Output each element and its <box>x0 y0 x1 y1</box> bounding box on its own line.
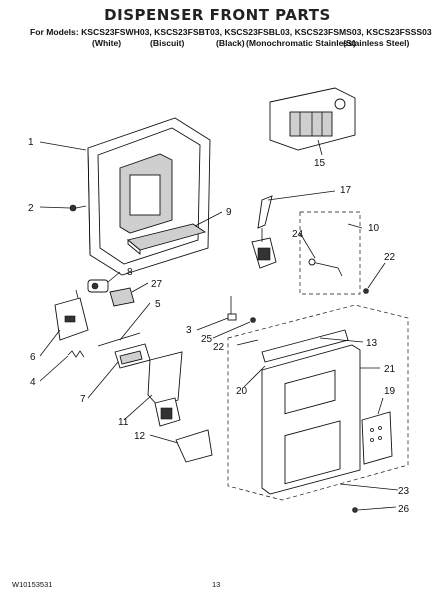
finish-black: (Black) <box>216 38 245 48</box>
callout-23: 23 <box>398 486 410 497</box>
callout-7: 7 <box>80 394 86 405</box>
part-trim-13 <box>261 329 349 363</box>
page-number: 13 <box>212 580 221 589</box>
dispenser-opening <box>284 420 341 485</box>
callout-24: 24 <box>292 229 304 240</box>
callout-10: 10 <box>368 223 380 234</box>
part-pin-5 <box>97 332 141 347</box>
callout-3: 3 <box>186 325 192 336</box>
part-screw-2 <box>69 204 87 212</box>
callout-17: 17 <box>340 185 352 196</box>
callout-2: 2 <box>28 203 34 214</box>
subassembly-front-panel <box>227 304 409 501</box>
document-number: W10153531 <box>12 580 53 589</box>
callout-6: 6 <box>30 352 36 363</box>
callout-5: 5 <box>155 299 161 310</box>
part-solenoid <box>87 279 109 293</box>
callout-27: 27 <box>151 279 163 290</box>
display-window <box>284 369 336 415</box>
subassembly-box-10 <box>299 211 361 295</box>
part-dispenser-housing <box>87 117 211 276</box>
callout-19: 19 <box>384 386 396 397</box>
callout-26: 26 <box>398 504 410 515</box>
callout-22-lower: 22 <box>213 342 225 353</box>
part-motor-assembly <box>269 87 356 151</box>
page-title: DISPENSER FRONT PARTS <box>104 6 331 24</box>
part-spring-4 <box>67 350 85 358</box>
finish-white: (White) <box>92 38 122 48</box>
part-overlay-19 <box>361 411 393 465</box>
part-cover-27 <box>109 287 135 307</box>
callout-4: 4 <box>30 377 36 388</box>
part-screw-22b <box>250 317 256 323</box>
callout-13: 13 <box>366 338 378 349</box>
leader-lines <box>39 139 399 511</box>
part-actuator-3 <box>227 296 237 321</box>
callout-labels: 1 2 3 4 5 6 7 8 9 10 11 12 13 15 17 19 2… <box>28 137 410 515</box>
callout-21: 21 <box>384 364 396 375</box>
callout-15: 15 <box>314 158 326 169</box>
finish-monochromatic-stainless: (Monochromatic Stainless) <box>246 38 356 48</box>
finish-stainless-steel: (Stainless Steel) <box>343 38 410 48</box>
finish-biscuit: (Biscuit) <box>150 38 185 48</box>
models-line: For Models: KSCS23FSWH03, KSCS23FSBT03, … <box>30 27 432 37</box>
callout-8: 8 <box>127 267 133 278</box>
callout-1: 1 <box>28 137 34 148</box>
callout-20: 20 <box>236 386 248 397</box>
part-water-paddle <box>147 351 183 427</box>
part-arm-24 <box>308 258 343 277</box>
part-bracket-7 <box>114 343 151 369</box>
callout-22-upper: 22 <box>384 252 396 263</box>
part-cup-12 <box>175 429 213 463</box>
part-ice-lever <box>251 195 277 269</box>
part-drip-tray <box>127 223 207 255</box>
callout-25: 25 <box>201 334 213 345</box>
callout-11: 11 <box>118 417 129 428</box>
callout-12: 12 <box>134 431 146 442</box>
part-screw-22a <box>363 288 369 294</box>
part-switch-holder <box>54 289 89 341</box>
part-screw-26 <box>352 507 358 513</box>
callout-9: 9 <box>226 207 232 218</box>
